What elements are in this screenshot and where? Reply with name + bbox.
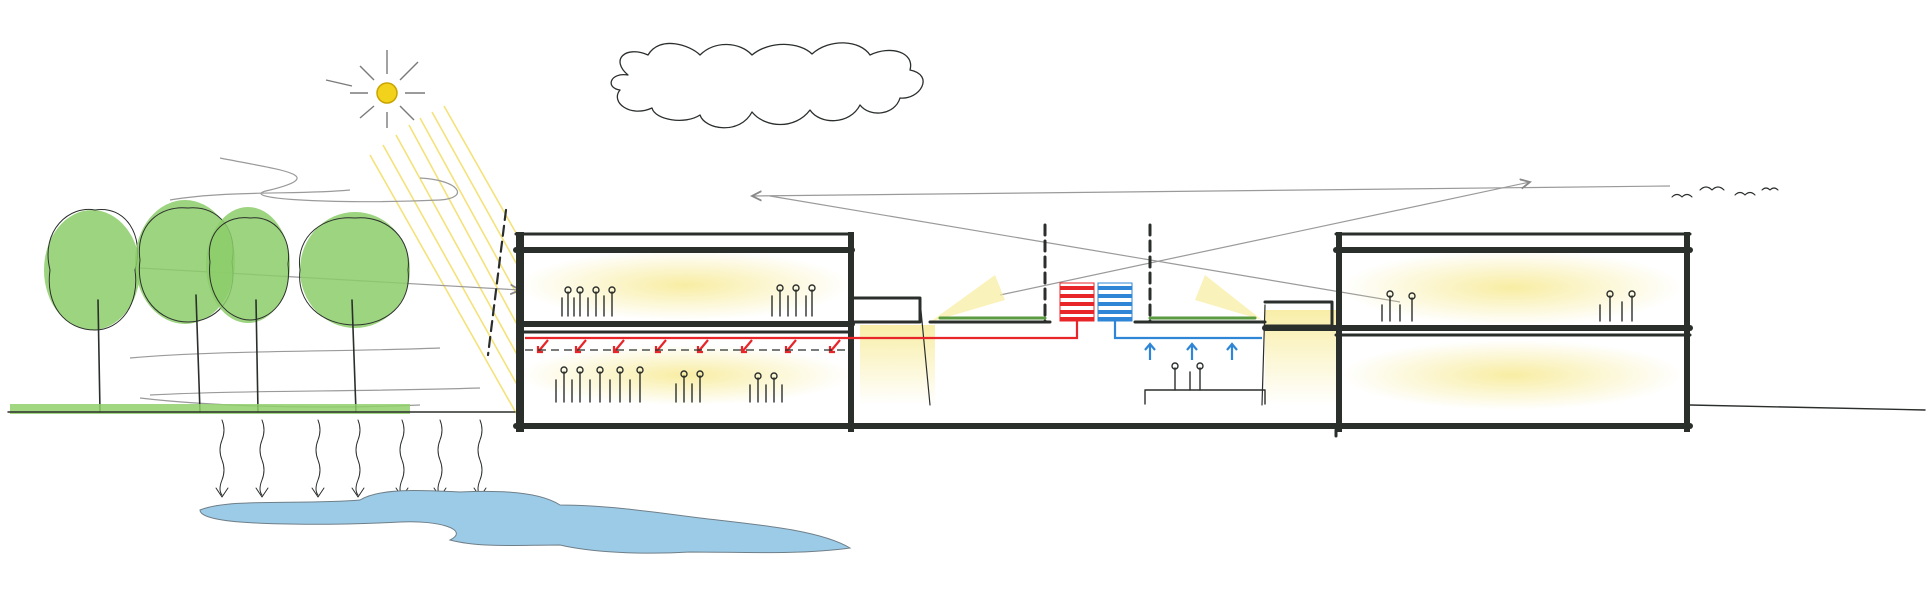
grass-strip (10, 404, 410, 414)
heat-exchanger-icon (1059, 282, 1133, 322)
sun-rays (369, 105, 521, 421)
cooling-supply (1113, 321, 1262, 360)
shading-screen (486, 208, 508, 357)
ground-line (7, 404, 1926, 413)
building-right (1261, 232, 1693, 438)
infiltration-arrows (215, 419, 487, 498)
people-icon (555, 284, 1636, 405)
tree-icon (206, 207, 290, 413)
courtyard (928, 223, 1267, 324)
sun-icon (325, 50, 425, 128)
tree-icon (44, 208, 140, 413)
building-left (513, 232, 1343, 432)
birds-icon (1671, 186, 1779, 198)
cloud-icon (610, 42, 924, 129)
tree-group (44, 200, 410, 413)
groundwater-pond (199, 489, 852, 554)
tree-icon (298, 212, 410, 413)
